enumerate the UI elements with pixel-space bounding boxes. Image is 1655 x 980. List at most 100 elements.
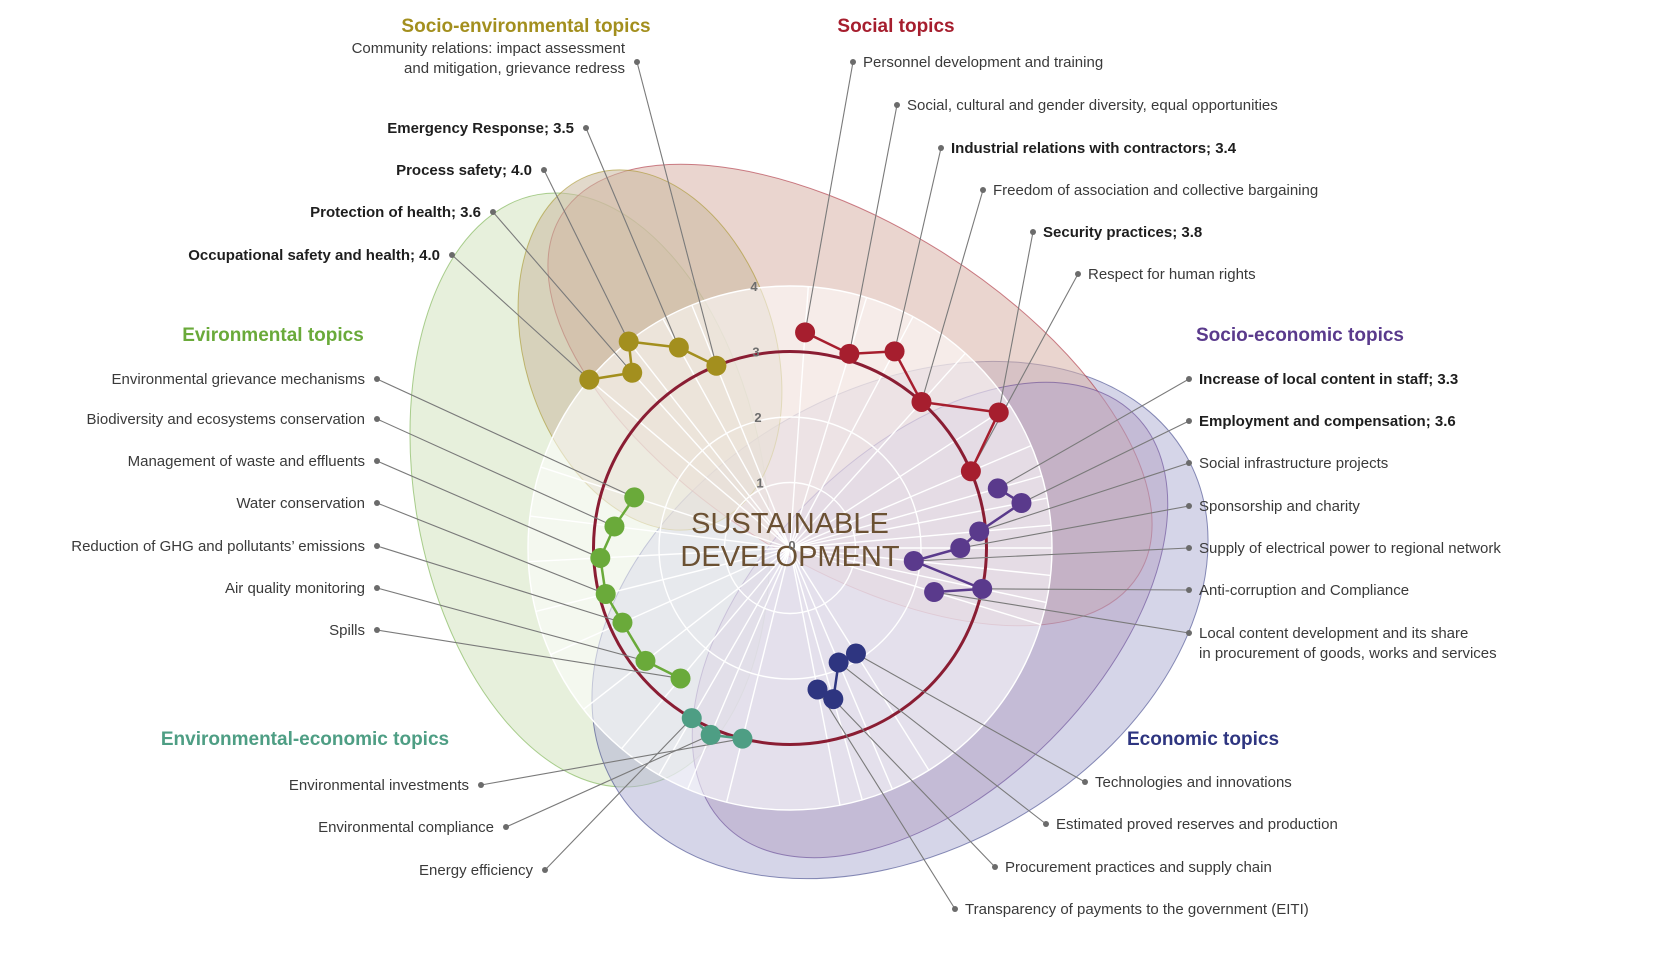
category-title-social: Social topics (837, 16, 954, 37)
leader-dot (1186, 460, 1192, 466)
leader-dot (503, 824, 509, 830)
grid-spoke-2 (789, 297, 868, 549)
leader-line (982, 588, 1190, 591)
leader-line (970, 273, 1079, 472)
topic-label: Reduction of GHG and pollutants’ emissio… (71, 538, 365, 555)
env-data-point (590, 547, 611, 568)
grid-spoke-31 (662, 318, 791, 549)
env-data-point (635, 650, 656, 671)
env-data-point (612, 612, 633, 633)
leader-line (636, 61, 717, 366)
topic-label: Social, cultural and gender diversity, e… (907, 97, 1278, 114)
leader-line (832, 698, 996, 868)
leader-line (817, 689, 956, 910)
grid-spoke-17 (789, 547, 841, 806)
tick-label-1: 1 (756, 476, 763, 491)
grid-spoke-32 (691, 304, 791, 549)
leader-dot (374, 376, 380, 382)
center-text-line-2: DEVELOPMENT (680, 541, 899, 573)
leader-dot (1075, 271, 1081, 277)
leader-line (933, 591, 1190, 634)
category-title-envecon: Environmental-economic topics (161, 729, 449, 750)
envecon-data-point (681, 708, 702, 729)
social-data-point (960, 461, 981, 482)
grid-spoke-21 (621, 547, 791, 750)
reference-circle-3 (592, 350, 988, 746)
leader-line (998, 231, 1034, 413)
socioeco-data-point (987, 478, 1008, 499)
env-data-point (595, 583, 616, 604)
leader-dot (490, 209, 496, 215)
socioenv-data-point (668, 337, 689, 358)
grid-spoke-30 (628, 341, 791, 549)
topic-labels: Personnel development and trainingSocial… (71, 40, 1501, 918)
leader-dot (449, 252, 455, 258)
topic-label: Occupational safety and health; 4.0 (188, 247, 440, 264)
topic-label: Social infrastructure projects (1199, 455, 1388, 472)
category-title-env: Evironmental topics (182, 325, 364, 346)
topic-label: Employment and compensation; 3.6 (1199, 413, 1456, 430)
tick-label-0: 0 (788, 538, 795, 553)
leader-line (979, 462, 1190, 532)
topic-label: Transparency of payments to the governme… (965, 901, 1309, 918)
topic-label: Security practices; 3.8 (1043, 224, 1202, 241)
leader-line (855, 653, 1086, 783)
grid-spoke-22 (583, 547, 791, 710)
topic-label: Environmental grievance mechanisms (112, 371, 365, 388)
topic-label: Technologies and innovations (1095, 774, 1292, 791)
socioeco-data-point (969, 521, 990, 542)
grid-spoke-27 (540, 466, 791, 549)
grid-spoke-19 (686, 547, 791, 790)
social-data-point (839, 343, 860, 364)
category-title-socioenv: Socio-environmental topics (401, 16, 650, 37)
category-title-economic: Economic topics (1127, 729, 1279, 750)
leader-dot (1186, 587, 1192, 593)
leader-dot (894, 102, 900, 108)
topic-label: Supply of electrical power to regional n… (1199, 540, 1501, 557)
grid-spoke-29 (614, 352, 791, 549)
socioenv-data-point (622, 362, 643, 383)
leader-dot (583, 125, 589, 131)
leader-line (544, 717, 693, 871)
leader-line (838, 662, 1047, 825)
leader-dot (374, 500, 380, 506)
topic-label: Freedom of association and collective ba… (993, 182, 1318, 199)
tick-label-2: 2 (754, 410, 761, 425)
leader-line (376, 629, 681, 680)
leader-line (480, 738, 743, 786)
leader-dot (634, 59, 640, 65)
leader-line (376, 460, 601, 559)
socioeco-data-point (950, 538, 971, 558)
grid-spoke-18 (725, 547, 791, 803)
topic-label: Sponsorship and charity (1199, 498, 1360, 515)
leader-dot (374, 585, 380, 591)
topic-label: Industrial relations with contractors; 3… (951, 140, 1237, 157)
topic-label: Management of waste and effluents (128, 453, 365, 470)
socioenv-data-point (579, 369, 600, 390)
economic-data-point (845, 643, 866, 664)
leader-line (804, 61, 854, 333)
leader-line (585, 127, 680, 348)
leader-dot (980, 187, 986, 193)
grid-spoke-16 (789, 547, 863, 801)
leader-line (376, 418, 615, 527)
grid-spoke-5 (789, 404, 1011, 549)
social-data-point (988, 402, 1009, 423)
social-data-point (911, 391, 932, 412)
socioeco-data-point (924, 582, 945, 603)
socioenv-data-point (618, 331, 639, 352)
economic-data-point (828, 652, 849, 673)
topic-label: Increase of local content in staff; 3.3 (1199, 371, 1458, 388)
leader-line (894, 147, 942, 352)
leader-line (960, 505, 1190, 549)
leader-line (505, 734, 711, 828)
grid-spoke-20 (658, 547, 791, 776)
leader-line (997, 378, 1190, 489)
leader-dot (374, 627, 380, 633)
topic-label: Estimated proved reserves and production (1056, 816, 1338, 833)
social-data-point (795, 322, 816, 343)
economic-data-point (823, 689, 844, 710)
